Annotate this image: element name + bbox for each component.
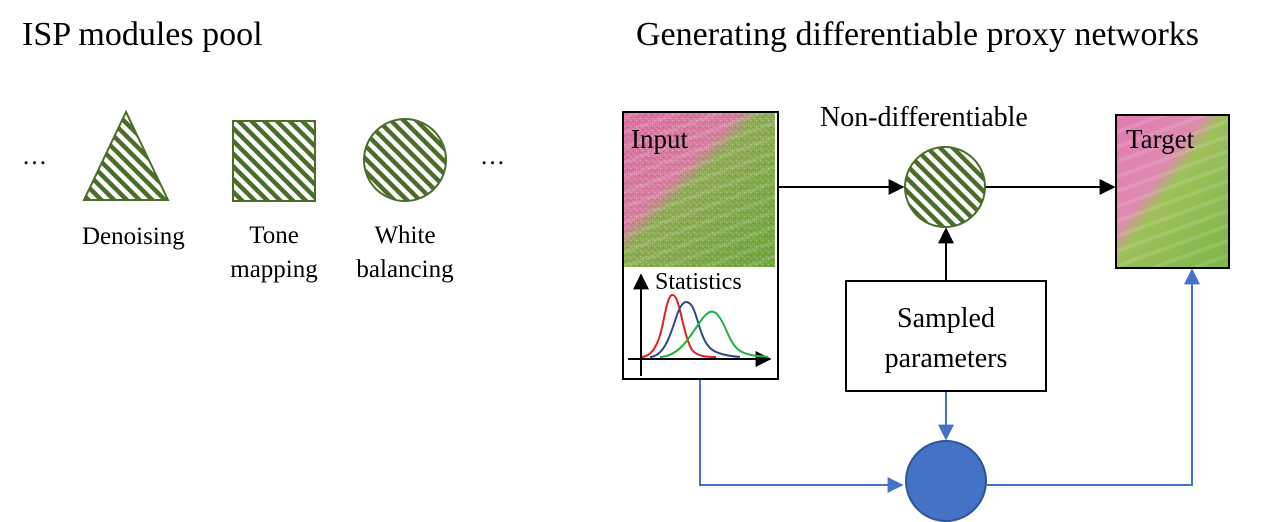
input-frame <box>622 111 779 380</box>
tone-mapping-label: Tone mapping <box>230 222 318 283</box>
input-label: Input <box>631 124 688 154</box>
sampled-parameters-box <box>845 280 1047 392</box>
white-balancing-label: White balancing <box>356 222 454 283</box>
tone-mapping-square-icon <box>232 120 316 202</box>
non-differentiable-label: Non-differentiable <box>820 102 1028 133</box>
red-histogram <box>641 293 717 358</box>
target-label: Target <box>1126 124 1195 154</box>
proxy-network-circle-icon <box>905 440 987 522</box>
statistics-label: Statistics <box>655 269 742 295</box>
input-image <box>623 112 775 267</box>
ellipsis-left: … <box>22 143 47 170</box>
non-differentiable-module-icon <box>904 146 986 228</box>
target-image <box>1115 114 1230 269</box>
ellipsis-right: … <box>480 143 505 170</box>
proxy-title: Generating differentiable proxy networks <box>636 16 1200 53</box>
blue-histogram <box>649 301 741 358</box>
arrow-input-to-proxy <box>699 380 904 493</box>
denoising-triangle-icon <box>82 109 170 201</box>
sampled-params-line2: parameters <box>884 343 1008 374</box>
isp-pool-title: ISP modules pool <box>22 16 263 53</box>
white-balancing-circle-icon <box>363 118 447 202</box>
arrow-proxy-to-target <box>987 268 1200 486</box>
statistics-plot <box>628 273 772 376</box>
green-histogram <box>659 310 769 358</box>
sampled-params-line1: Sampled <box>897 303 995 334</box>
denoising-label: Denoising <box>82 223 185 250</box>
